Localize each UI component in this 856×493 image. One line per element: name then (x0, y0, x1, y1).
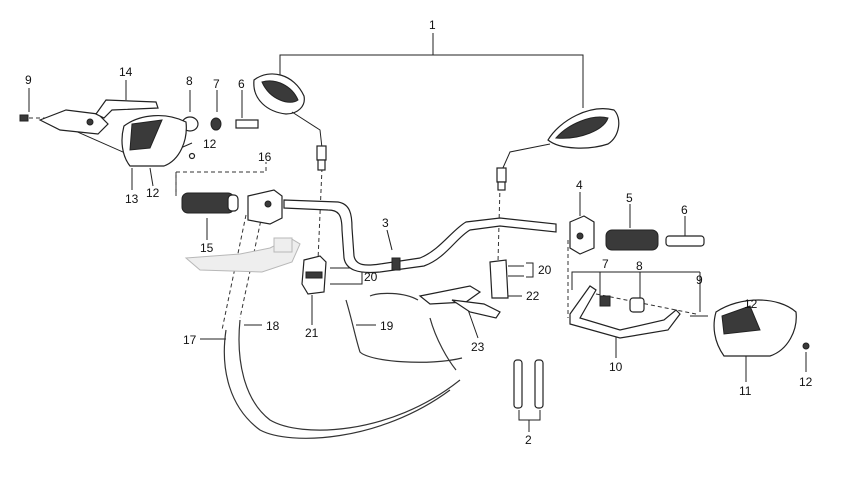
right-hand-guard (713, 299, 810, 357)
left-clamp (301, 255, 350, 295)
callout-6-right: 6 (681, 203, 688, 217)
cables (223, 292, 463, 439)
callout-4: 4 (576, 178, 583, 192)
callout-23: 23 (471, 340, 485, 354)
callout-16: 16 (258, 150, 272, 164)
callout-18: 18 (266, 319, 280, 333)
callout-12-d: 12 (799, 375, 813, 389)
callout-21: 21 (305, 326, 319, 340)
rubber-straps (513, 359, 544, 409)
callout-20-left: 20 (364, 270, 378, 284)
callout-12-c: 12 (744, 297, 758, 311)
right-grip (605, 229, 705, 251)
left-hand-guard (121, 115, 196, 167)
left-grip (181, 192, 239, 214)
callout-17: 17 (183, 333, 197, 347)
callout-5: 5 (626, 191, 633, 205)
left-switch-housing (247, 189, 283, 225)
callout-6-left: 6 (238, 77, 245, 91)
callout-9-left: 9 (25, 73, 32, 87)
leader-lines (22, 33, 807, 432)
callout-8-right: 8 (636, 259, 643, 273)
callout-20-right: 20 (538, 263, 552, 277)
callout-9-right: 9 (696, 273, 703, 287)
left-lever (38, 99, 159, 135)
callout-15: 15 (200, 241, 214, 255)
ghost-lever-assembly (184, 237, 301, 273)
right-guard-bracket (569, 285, 708, 339)
callout-7-left: 7 (213, 77, 220, 91)
right-mirror (496, 108, 620, 191)
callout-13: 13 (125, 192, 139, 206)
right-master-cylinder (418, 259, 524, 319)
callout-14: 14 (119, 65, 133, 79)
callout-12-a: 12 (203, 137, 217, 151)
handlebar (283, 199, 557, 274)
callout-12-b: 12 (146, 186, 160, 200)
callout-labels: 1 2 3 4 5 6 6 7 7 8 8 9 9 10 11 12 12 12… (25, 18, 813, 447)
callout-11: 11 (739, 384, 752, 398)
left-mirror (253, 73, 327, 171)
callout-10: 10 (609, 360, 623, 374)
callout-2: 2 (525, 433, 532, 447)
callout-1: 1 (429, 18, 436, 32)
callout-19: 19 (380, 319, 394, 333)
callout-8-left: 8 (186, 74, 193, 88)
callout-22: 22 (526, 289, 540, 303)
callout-3: 3 (382, 216, 389, 230)
right-switch (569, 215, 595, 255)
callout-7-right: 7 (602, 257, 609, 271)
